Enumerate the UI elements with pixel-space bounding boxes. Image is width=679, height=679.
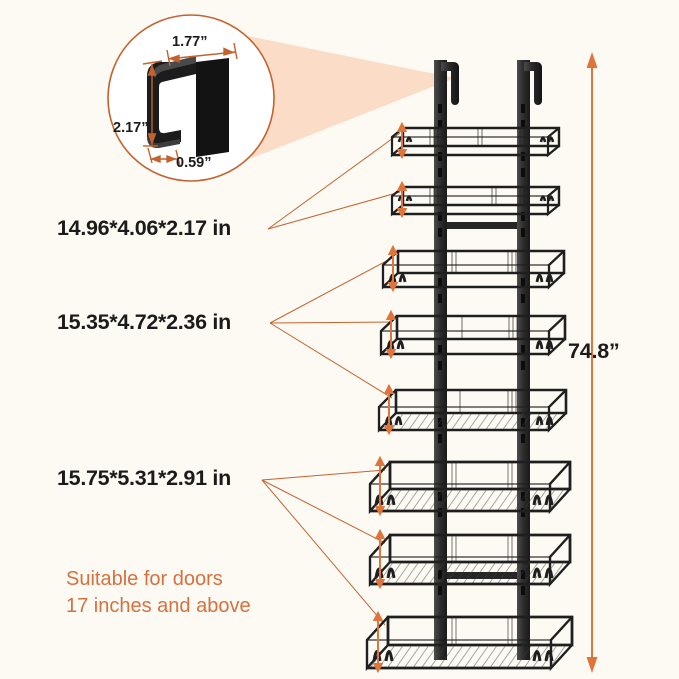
hook-height-label: 2.17” [113,120,149,136]
medium-basket-size-label: 15.35*4.72*2.36 in [57,310,231,334]
adjust-arrow-7 [374,528,386,590]
door-compatibility-note: Suitable for doors 17 inches and above [66,568,251,617]
basket-5 [377,388,568,433]
hook-width-label: 1.77” [172,34,208,50]
basket-1 [390,126,561,158]
large-basket-size-label: 15.75*5.31*2.91 in [57,466,231,490]
over-door-hook-left [441,62,459,105]
adjust-arrow-6 [374,455,386,517]
basket-8 [365,615,574,672]
adjust-arrow-8 [372,610,384,674]
adjust-arrow-2 [396,180,408,219]
adjust-arrow-5 [383,383,395,436]
leader-lines-large [261,469,386,626]
adjust-arrow-3 [387,244,399,293]
hook-width-dimension [166,42,238,67]
leader-lines-medium [269,257,393,399]
small-basket-size-label: 14.96*4.06*2.17 in [57,216,231,240]
hook-depth-dimension [147,147,181,167]
basket-4 [379,314,567,357]
basket-2 [390,185,561,217]
hook-depth-label: 0.59” [176,155,212,171]
hook-3d-model [147,56,229,157]
over-door-hook-right [524,62,542,105]
basket-3 [381,249,566,290]
basket-7 [368,533,572,588]
adjust-arrow-4 [385,309,397,360]
overall-height-label: 74.8” [568,339,620,363]
magnifier-callout [107,14,275,182]
adjust-arrow-1 [396,121,408,160]
basket-6 [368,460,572,515]
hook-height-dimension [142,60,163,147]
adjust-arrows [372,121,408,674]
leader-lines-small [267,132,401,230]
callout-cone [248,36,455,158]
overall-height-dimension [586,52,598,673]
